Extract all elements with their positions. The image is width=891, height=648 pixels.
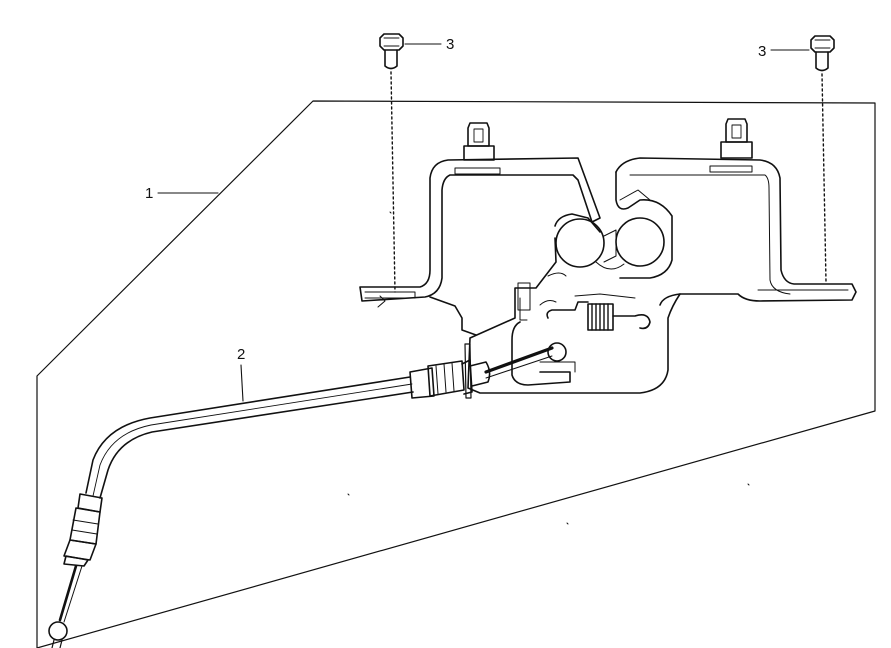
callout-item-3-left: 3 — [446, 36, 455, 53]
latch-bracket-right — [616, 158, 856, 305]
callout-item-3-right: 3 — [758, 43, 767, 60]
release-cable-sheath — [86, 377, 413, 498]
latch-rollers — [555, 190, 664, 269]
assembly-boundary-outline — [37, 101, 875, 648]
latch-bracket-left — [360, 158, 600, 335]
latch-body-plate — [468, 238, 680, 393]
callout-item-1: 1 — [145, 185, 154, 202]
bolt-left — [380, 34, 403, 69]
cable-adjuster-fitting — [410, 344, 490, 398]
bolt-right — [811, 36, 834, 71]
stud-right — [721, 119, 752, 158]
cable-end-ball — [486, 343, 566, 378]
cable-inner-wire — [49, 566, 82, 648]
stud-left — [464, 123, 494, 160]
install-line-right — [822, 74, 826, 282]
cable-lower-fitting — [64, 494, 102, 566]
install-line-left — [391, 72, 395, 292]
scan-specks — [348, 212, 749, 524]
leader-line-2 — [241, 365, 243, 401]
latch-spring — [547, 294, 650, 330]
callout-item-2: 2 — [237, 346, 246, 363]
